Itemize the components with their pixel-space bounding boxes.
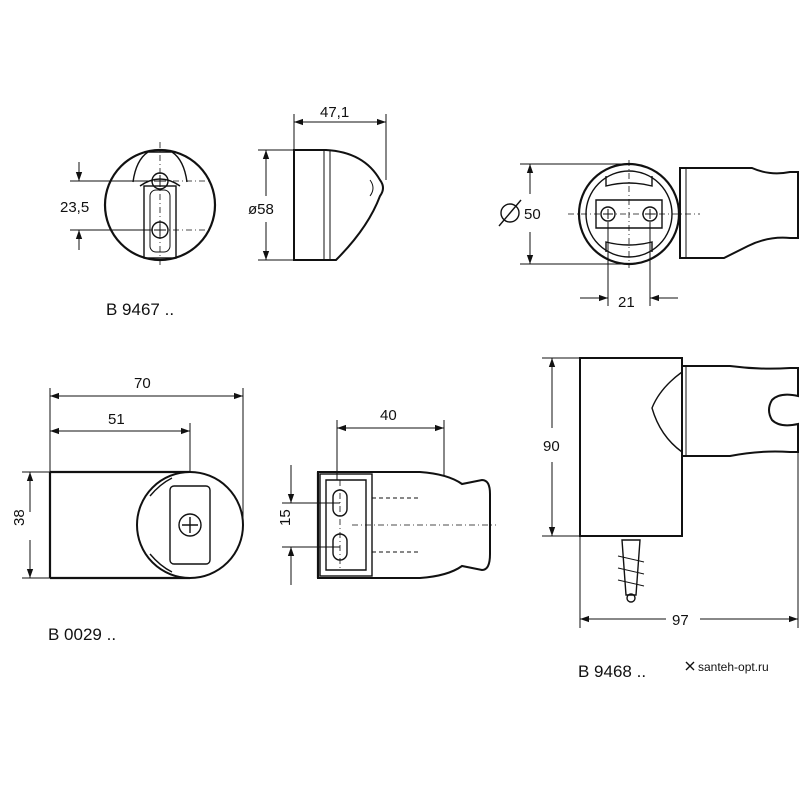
b9468-top-view: [568, 160, 799, 268]
b9468-top-dim-diameter: 50: [524, 206, 541, 223]
b9467-diameter-dimension: ø58: [248, 149, 294, 261]
b9468-model-label: B 9468 ..: [578, 662, 646, 681]
b9467-side-view: [293, 149, 384, 261]
b9467-dim-height: 23,5: [60, 199, 89, 216]
b9468-dim-length: 97: [672, 612, 689, 629]
watermark-text: santeh-opt.ru: [698, 660, 769, 674]
b0029-slot-dimension: 15: [277, 465, 340, 585]
cross-icon: [685, 661, 695, 671]
b9467-height-dimension: 23,5: [60, 162, 150, 250]
b0029-model-label: B 0029 ..: [48, 625, 116, 644]
b9468-dim-height: 90: [543, 438, 560, 455]
b9468-diameter-dimension: 50: [498, 163, 629, 265]
b9467-front-view: [103, 142, 217, 268]
b0029-dim-length-total: 70: [134, 375, 151, 392]
b9468-side-view: [579, 357, 799, 537]
b9468-wall-plug-icon: [617, 539, 645, 603]
b0029-side-view: [316, 471, 496, 579]
b9467-depth-dimension: 47,1: [293, 104, 387, 180]
b0029-dim-depth: 40: [380, 407, 397, 424]
b9467-model-label: B 9467 ..: [106, 300, 174, 319]
b0029-front-view: [48, 470, 244, 580]
b0029-dim-length-partial: 51: [108, 411, 125, 428]
b0029-depth-dimension: 40: [336, 407, 445, 480]
b9467-dim-depth: 47,1: [320, 104, 349, 121]
b9468-spacing-dimension: 21: [580, 222, 678, 311]
b0029-length-partial-dimension: 51: [50, 411, 191, 472]
b9468-height-dimension: 90: [542, 357, 580, 537]
b9468-length-dimension: 97: [579, 452, 799, 629]
b9468-top-dim-spacing: 21: [618, 294, 635, 311]
b0029-dim-slot: 15: [277, 509, 294, 526]
watermark: santeh-opt.ru: [685, 660, 769, 674]
diameter-symbol-icon: [498, 199, 522, 227]
b9467-dim-diameter: ø58: [248, 201, 274, 218]
b0029-height-dimension: 38: [11, 471, 50, 579]
b0029-dim-height: 38: [11, 509, 28, 526]
